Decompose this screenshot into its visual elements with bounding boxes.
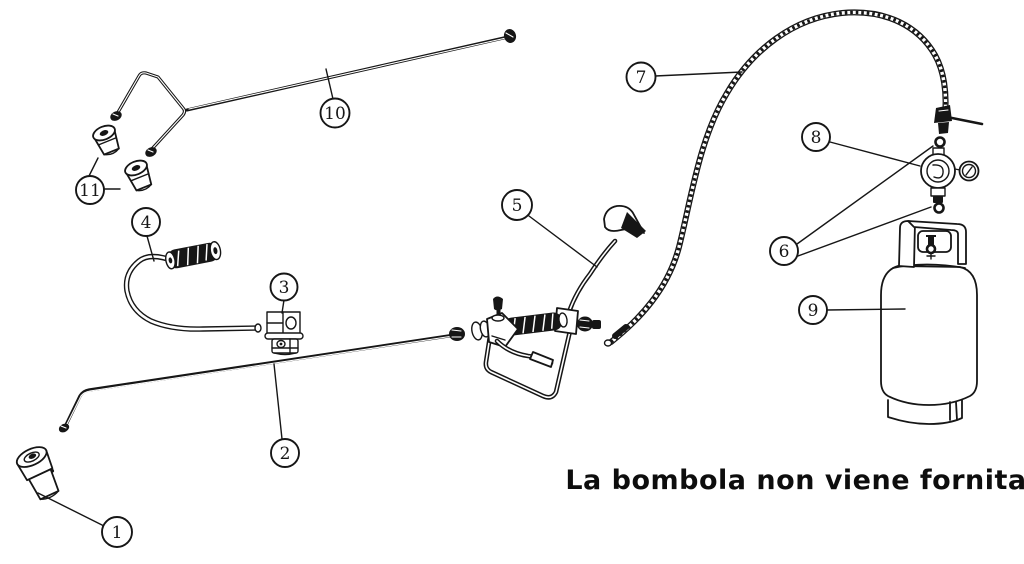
callout-3: 3 [269,272,299,314]
tube-nut [449,327,465,341]
leader-line [273,363,283,440]
part-3-control-valve [264,311,304,356]
part-7-gas-hose [603,9,984,347]
jet-fitting-upper [92,124,120,156]
callout-8: 8 [801,122,921,167]
leader-line [528,215,598,268]
callout-5: 5 [501,189,598,268]
leader-line [325,68,334,100]
hose-ferrule [612,324,629,339]
part-10-lance-tube [185,29,517,112]
jet-fitting-lower [124,159,153,192]
callout-number: 7 [636,68,647,88]
callout-number: 6 [779,242,790,262]
leader-line [829,141,921,167]
leader-line [88,157,121,190]
callout-number: 3 [279,278,290,298]
callout-number: 9 [808,301,819,321]
diagram-caption: La bombola non viene fornita [565,465,1024,496]
part-8-pressure-regulator [920,147,980,203]
gauge-needle [965,166,973,176]
bottle-collar [898,220,916,268]
callout-9: 9 [798,295,906,325]
callout-4: 4 [131,207,161,262]
washer-top [934,136,946,148]
part-4-supply-hose [123,241,262,333]
bottle-valve [928,237,934,245]
part-6-sealing-washers [933,136,946,214]
callout-11: 11 [75,157,121,205]
callout-number: 4 [141,213,152,233]
part-2-lance-tube [58,327,465,433]
trigger-paddle [529,351,554,368]
leader-line [37,492,105,527]
outlet-nut [577,316,593,332]
bent-feed-tube [110,71,187,157]
bottle-body [880,265,978,406]
callout-number: 8 [811,128,822,148]
callout-7: 7 [625,61,743,93]
callout-number: 1 [112,523,123,543]
part-9-gas-bottle [880,220,978,425]
tube-nut [58,423,70,433]
washer-bottom [933,202,945,214]
tube-nut [145,147,157,157]
leader-line [281,299,285,314]
hose-end-fitting [934,105,952,123]
callout-10: 10 [319,68,351,129]
leader-line [654,71,743,77]
callout-6: 6 [769,145,934,266]
callout-number: 10 [324,104,346,124]
leader-line [146,235,155,262]
part-5-torch-handle-assembly [471,204,646,400]
callout-number: 2 [280,444,291,464]
callout-2: 2 [270,363,300,468]
part-11-jet-fittings [92,124,153,192]
leader-line [796,145,934,257]
callout-number: 5 [512,196,523,216]
hose-eyelet [603,339,613,347]
valve-knob [493,296,503,311]
leader-line [826,308,906,311]
hose-grip [165,241,222,270]
hose-open-end [254,323,262,333]
callout-number: 11 [79,181,101,201]
lance-end-nut [503,29,517,43]
part-1-burner-jet [15,446,60,501]
tube-nut [110,111,122,121]
callout-1: 1 [37,492,133,548]
